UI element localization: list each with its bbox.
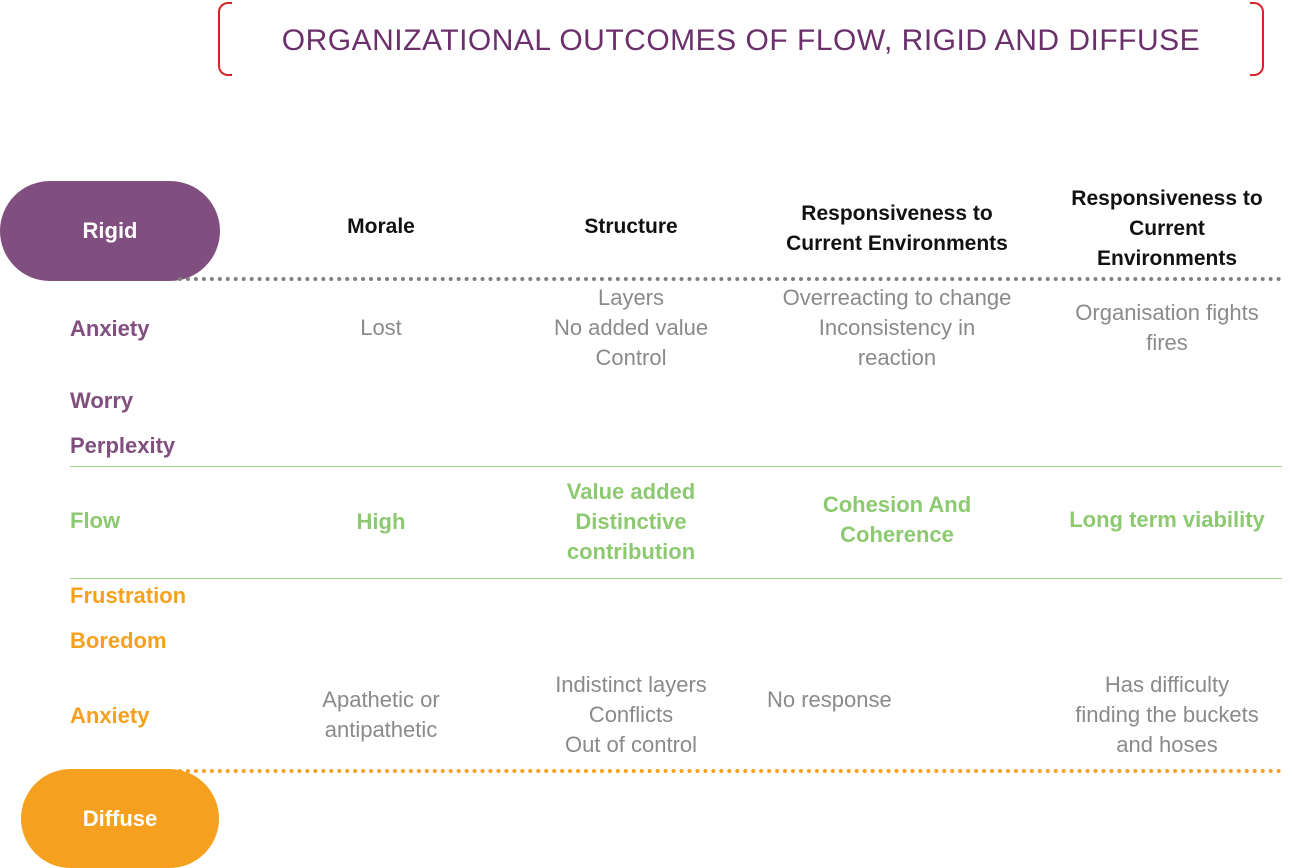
bracket-right <box>1250 2 1264 76</box>
rigid-divider <box>178 277 1282 281</box>
title-frame <box>218 2 1264 76</box>
flow-responsiveness-2: Long term viability <box>1069 507 1265 532</box>
row-label-frustration: Frustration <box>70 583 187 608</box>
rigid-structure: Layers No added value Control <box>553 285 709 370</box>
diffuse-structure: Indistinct layers Conflicts Out of contr… <box>555 672 707 757</box>
bracket-left <box>218 2 232 76</box>
rigid-morale: Lost <box>360 315 402 340</box>
flow-structure: Value added Distinctive contribution <box>566 479 696 564</box>
diffuse-responsiveness-2: Has difficulty finding the buckets and h… <box>1075 672 1259 757</box>
page-title: ORGANIZATIONAL OUTCOMES OF FLOW, RIGID A… <box>281 24 1201 57</box>
header-responsiveness-2: Responsiveness to Current Environments <box>1071 187 1263 270</box>
flow-divider-top <box>70 466 1282 467</box>
header-responsiveness-1: Responsiveness to Current Environments <box>786 202 1008 255</box>
flow-responsiveness: Cohesion And Coherence <box>822 492 972 547</box>
flow-divider-bottom <box>70 578 1282 579</box>
rigid-pill: Rigid <box>0 181 220 281</box>
row-label-perplexity: Perplexity <box>70 433 176 458</box>
rigid-responsiveness-2: Organisation fights fires <box>1075 300 1259 355</box>
row-label-anxiety-rigid: Anxiety <box>70 316 150 341</box>
diffuse-morale: Apathetic or antipathetic <box>322 687 440 742</box>
diffuse-pill: Diffuse <box>21 769 219 868</box>
rigid-responsiveness: Overreacting to change Inconsistency in … <box>782 285 1012 370</box>
diffuse-responsiveness: No response <box>767 687 892 712</box>
row-label-anxiety-diffuse: Anxiety <box>70 703 150 728</box>
diffuse-divider <box>178 769 1282 773</box>
header-morale: Morale <box>347 215 415 238</box>
flow-morale: High <box>356 509 406 534</box>
header-structure: Structure <box>584 215 678 238</box>
row-label-boredom: Boredom <box>70 628 167 653</box>
row-label-flow: Flow <box>70 508 121 533</box>
row-label-worry: Worry <box>70 388 134 413</box>
